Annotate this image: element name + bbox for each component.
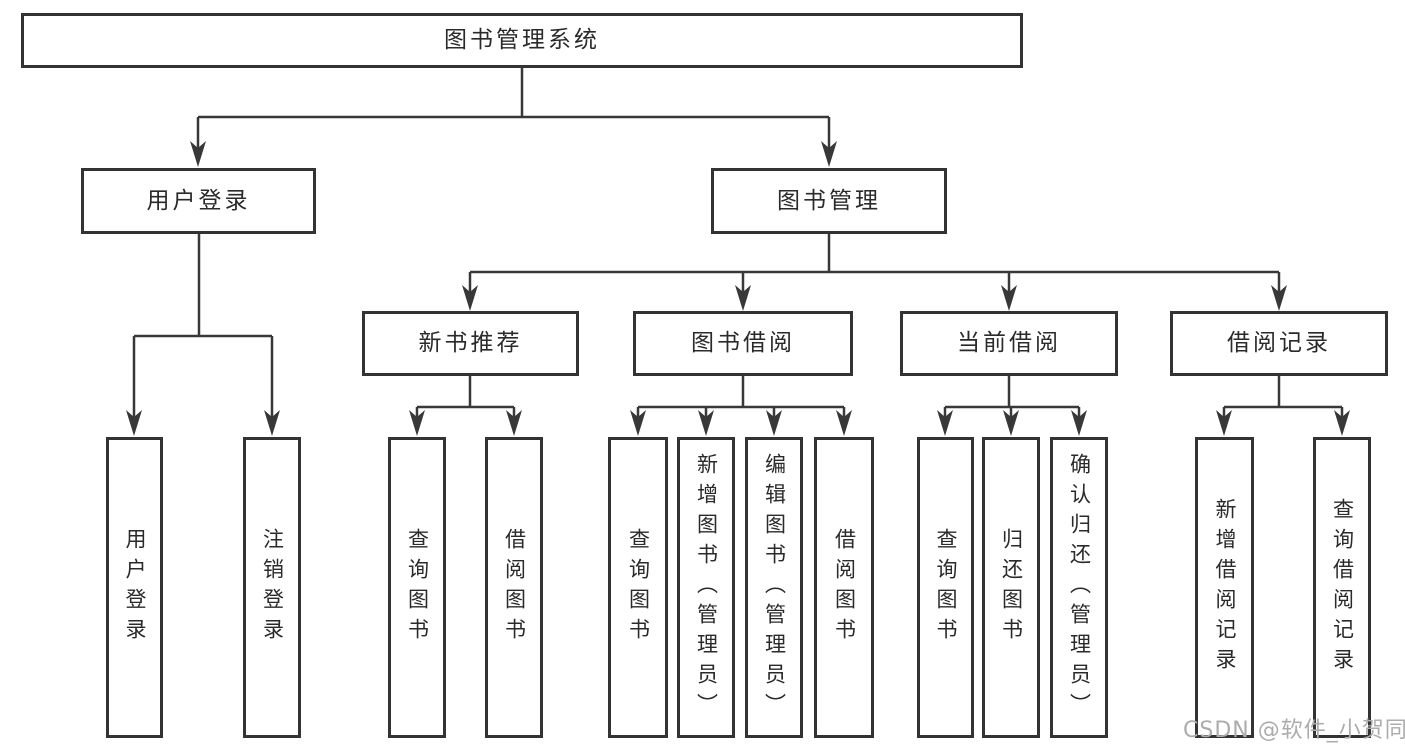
node-leaf-query-borrow-record: 查询借阅记录 (1313, 437, 1371, 738)
connector-borrow-records-children (1216, 376, 1350, 436)
node-leaf-edit-books-admin: 编辑图书（管理员） (745, 437, 803, 738)
node-leaf-current-query-books: 查询图书 (917, 437, 974, 738)
arrowhead (630, 410, 646, 436)
node-book-management: 图书管理 (711, 168, 947, 234)
connector-user-login-children (126, 234, 280, 436)
arrowhead (1003, 410, 1019, 436)
connector-new-book-rec-children (409, 376, 522, 436)
node-leaf-confirm-return-admin: 确认归还（管理员） (1050, 437, 1108, 738)
connector-root-to-level2 (190, 68, 837, 167)
connector-current-borrow-children (937, 376, 1087, 436)
arrowhead (1071, 410, 1087, 436)
node-leaf-add-borrow-record: 新增借阅记录 (1195, 437, 1254, 738)
node-leaf-user-login: 用户登录 (106, 437, 163, 738)
connector-book-mgmt-to-level3 (462, 234, 1287, 311)
arrowhead (264, 410, 280, 436)
connector-book-borrow-children (630, 376, 852, 436)
arrowhead (462, 285, 478, 311)
node-leaf-add-books-admin: 新增图书（管理员） (677, 437, 735, 738)
arrowhead (766, 410, 782, 436)
arrowhead (1001, 285, 1017, 311)
node-book-borrowing: 图书借阅 (633, 311, 853, 376)
arrowhead (1334, 410, 1350, 436)
node-new-book-recommend: 新书推荐 (362, 311, 579, 376)
arrowhead (126, 410, 142, 436)
arrowhead (937, 410, 953, 436)
node-leaf-newrec-query-books: 查询图书 (388, 437, 446, 738)
arrowhead (190, 141, 206, 167)
node-leaf-return-books: 归还图书 (982, 437, 1040, 738)
node-leaf-borrow-books: 借阅图书 (814, 437, 874, 738)
node-library-management-system: 图书管理系统 (21, 13, 1023, 68)
node-current-borrowing: 当前借阅 (900, 311, 1118, 376)
node-leaf-newrec-borrow-books: 借阅图书 (485, 437, 543, 738)
arrowhead (1271, 285, 1287, 311)
arrowhead (698, 410, 714, 436)
node-borrowing-records: 借阅记录 (1170, 311, 1388, 376)
arrowhead (836, 410, 852, 436)
node-user-login: 用户登录 (81, 168, 316, 234)
csdn-watermark: CSDN @软件_小贺同学 (1183, 718, 1405, 743)
arrowhead (735, 285, 751, 311)
arrowhead (409, 410, 425, 436)
arrowhead (506, 410, 522, 436)
node-leaf-logout: 注销登录 (243, 437, 301, 738)
arrowhead (821, 141, 837, 167)
arrowhead (1216, 410, 1232, 436)
node-leaf-borrow-query-books: 查询图书 (608, 437, 668, 738)
